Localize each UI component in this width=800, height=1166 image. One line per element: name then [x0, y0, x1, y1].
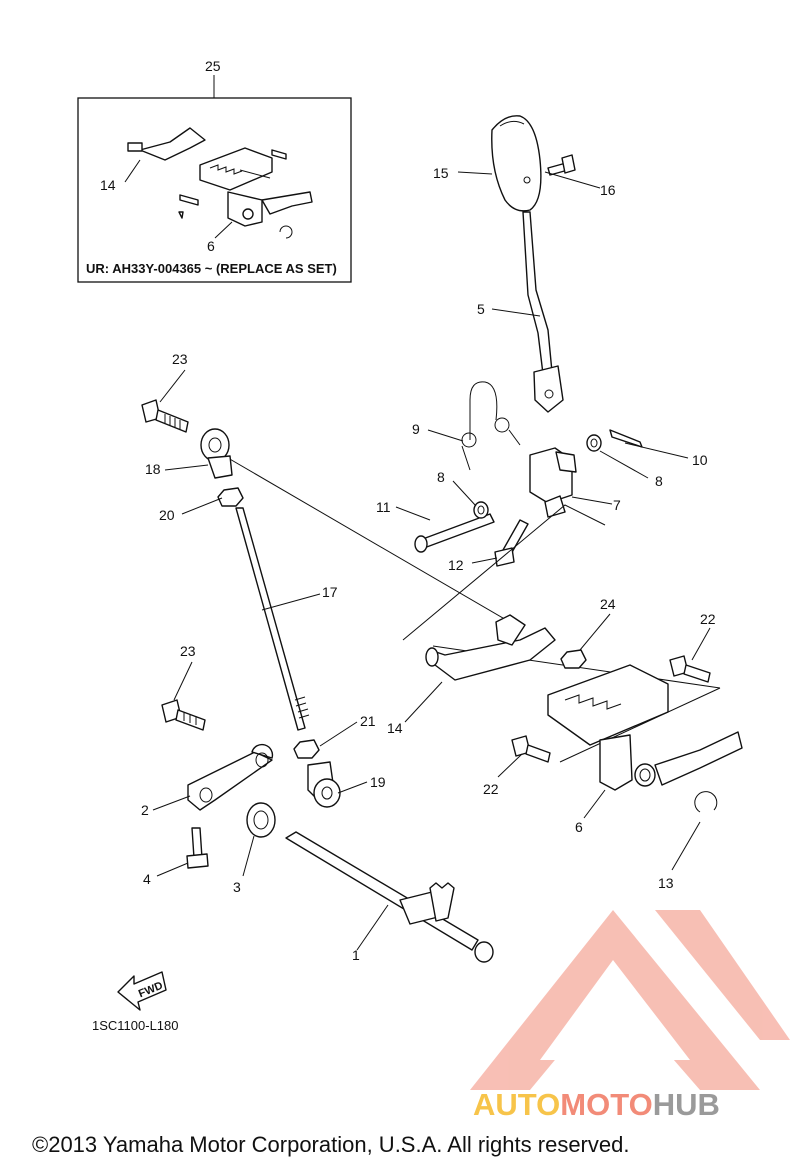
callout-12: 12 — [448, 557, 464, 573]
knob-screw — [547, 154, 576, 176]
callout-18: 18 — [145, 461, 161, 477]
callout-8b: 8 — [655, 473, 663, 489]
callout-21: 21 — [360, 713, 376, 729]
watermark-text: AUTOMOTOHUB — [473, 1087, 720, 1122]
bracket-plate — [547, 664, 743, 791]
callout-8a: 8 — [437, 469, 445, 485]
watermark-auto: AUTO — [473, 1087, 560, 1122]
inset-note: UR: AH33Y-004365 ~ (REPLACE AS SET) — [86, 261, 337, 276]
return-spring — [461, 381, 521, 471]
inset-box: 25 14 6 UR: AH33Y-004365 ~ (REPLACE AS S… — [77, 58, 352, 283]
collar — [246, 802, 276, 838]
washer — [473, 434, 602, 519]
callout-19: 19 — [370, 774, 386, 790]
link-rod — [235, 507, 310, 731]
bracket-lever — [425, 614, 556, 681]
callout-15: 15 — [433, 165, 449, 181]
callout-14: 14 — [387, 720, 403, 736]
nut-upper — [217, 487, 244, 507]
copyright: ©2013 Yamaha Motor Corporation, U.S.A. A… — [32, 1132, 629, 1157]
callout-22b: 22 — [483, 781, 499, 797]
lower-bolt — [161, 699, 206, 731]
callout-17: 17 — [322, 584, 338, 600]
shift-lever-rod — [522, 211, 564, 413]
callout-11: 11 — [376, 499, 391, 515]
callout-13: 13 — [658, 875, 674, 891]
bolt-22-right — [669, 655, 711, 683]
watermark-logo — [470, 910, 790, 1090]
inset-bracket-assembly — [127, 127, 313, 239]
inset-callout-6: 6 — [207, 238, 215, 254]
callout-4: 4 — [143, 871, 151, 887]
callout-2: 2 — [141, 802, 149, 818]
callout-3: 3 — [233, 879, 241, 895]
callout-10: 10 — [692, 452, 708, 468]
watermark-hub: HUB — [653, 1087, 720, 1122]
inset-title-number: 25 — [205, 58, 221, 74]
circlip — [694, 791, 718, 813]
rod-end-lower — [307, 761, 341, 808]
cotter-pin — [609, 429, 643, 448]
diagram-code: 1SC1100-L180 — [92, 1018, 179, 1033]
inset-callout-14: 14 — [100, 177, 116, 193]
callout-labels: 1 2 3 4 5 6 7 8 8 9 10 11 12 13 14 15 16… — [141, 165, 716, 963]
callout-6: 6 — [575, 819, 583, 835]
fwd-arrow-icon: FWD — [117, 971, 167, 1011]
upper-bolt — [141, 399, 189, 433]
callout-1: 1 — [352, 947, 360, 963]
callout-16: 16 — [600, 182, 616, 198]
lever-bolt — [186, 827, 209, 869]
connector-block — [529, 447, 577, 518]
leader-lines — [152, 171, 711, 951]
watermark-moto: MOTO — [560, 1087, 652, 1122]
bolt-22-left — [511, 735, 551, 763]
callout-20: 20 — [159, 507, 175, 523]
callout-23a: 23 — [172, 351, 188, 367]
nut-24 — [560, 649, 587, 669]
callout-22a: 22 — [700, 611, 716, 627]
callout-5: 5 — [477, 301, 485, 317]
clevis-pin — [414, 513, 495, 553]
nut-lower — [293, 739, 320, 759]
shift-lever-arm — [187, 743, 274, 811]
callout-24: 24 — [600, 596, 616, 612]
rod-end-upper — [200, 428, 233, 479]
block-bolt — [494, 519, 529, 567]
callout-7: 7 — [613, 497, 621, 513]
callout-23b: 23 — [180, 643, 196, 659]
shift-shaft — [285, 831, 494, 963]
callout-9: 9 — [412, 421, 420, 437]
shift-knob — [491, 115, 542, 212]
